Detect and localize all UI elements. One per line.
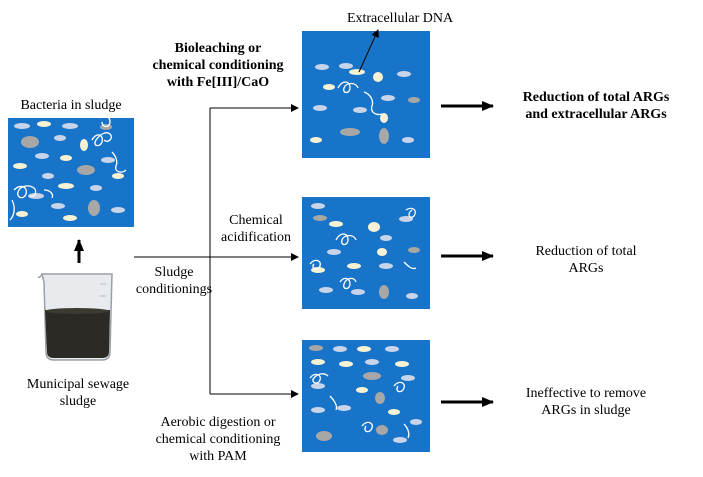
label-out3-line2: ARGs in sludge [541, 403, 631, 418]
label-sludge-line1: Sludge [154, 265, 194, 280]
panel1-dna-strands [9, 115, 127, 221]
panel2-dna-strands [337, 81, 383, 116]
label-out1-line1: Reduction of total ARGs [522, 90, 670, 105]
label-sludge-conditionings: Sludge conditionings [132, 264, 216, 298]
label-bacteria-in-sludge: Bacteria in sludge [20, 98, 122, 113]
panel2-cells [310, 63, 420, 144]
label-chemical-acidification: Chemical acidification [214, 212, 298, 246]
panel1-cells [13, 121, 125, 221]
label-outcome-aerobic: Ineffective to remove ARGs in sludge [500, 385, 672, 419]
label-bioleaching: Bioleaching or chemical conditioning wit… [134, 40, 302, 91]
label-bio-line3: with Fe[III]/CaO [166, 75, 270, 90]
beaker-icon [37, 273, 113, 361]
label-aer-line2: chemical conditioning [155, 432, 281, 447]
label-aerobic-digestion: Aerobic digestion or chemical conditioni… [138, 414, 298, 465]
label-aer-line1: Aerobic digestion or [160, 415, 276, 430]
label-out2-line2: ARGs [568, 261, 604, 276]
result-arrows [441, 101, 494, 407]
label-chem-line2: acidification [221, 230, 291, 245]
label-out1-line2: and extracellular ARGs [525, 107, 667, 122]
label-bio-line1: Bioleaching or [174, 41, 262, 56]
label-municipal-line2: sludge [59, 394, 97, 409]
label-extracellular-dna: Extracellular DNA [346, 11, 454, 26]
label-outcome-acidification: Reduction of total ARGs [506, 243, 666, 277]
panel3-cells [311, 203, 420, 299]
label-out2-line1: Reduction of total [535, 244, 637, 259]
label-outcome-bioleaching: Reduction of total ARGs and extracellula… [496, 89, 696, 123]
label-aer-line3: with PAM [189, 449, 247, 464]
label-chem-line1: Chemical [229, 213, 283, 228]
label-bio-line2: chemical conditioning [152, 58, 284, 73]
label-out3-line1: Ineffective to remove [525, 386, 647, 401]
panel-bioleaching-result [302, 31, 430, 158]
panel3-dna-strands [309, 207, 417, 290]
label-sludge-line2: conditionings [135, 282, 213, 297]
label-municipal-sewage-sludge: Municipal sewage sludge [8, 376, 148, 410]
label-municipal-line1: Municipal sewage [26, 377, 130, 392]
panel4-dna-strands [309, 373, 410, 439]
panel4-cells [309, 345, 422, 443]
connector-lines [134, 29, 379, 398]
